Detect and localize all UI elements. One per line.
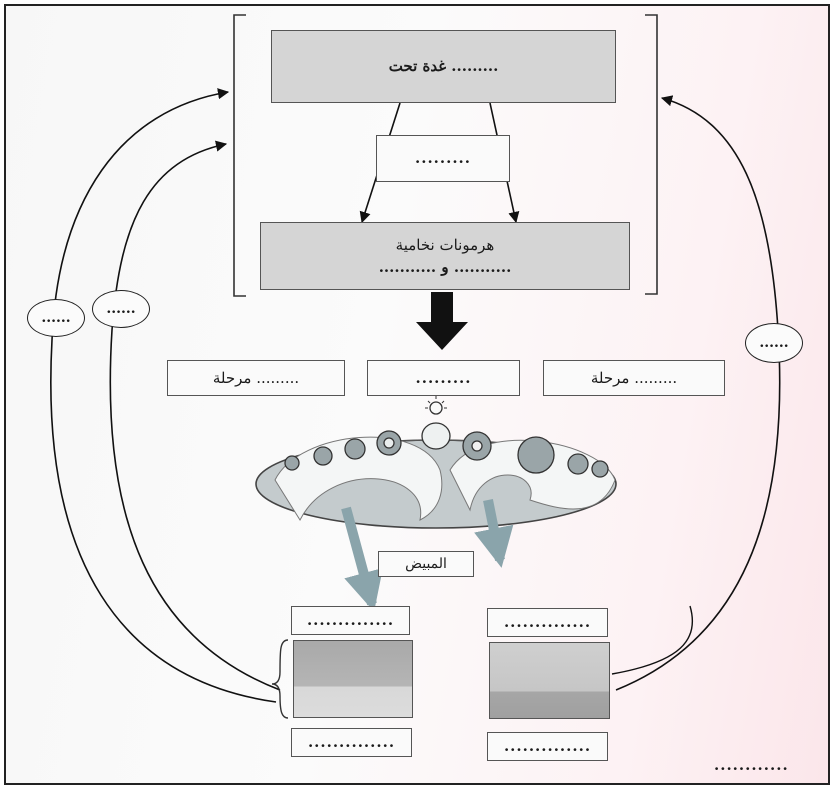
follicle-4-inner [383,437,395,449]
uterus-label-bottom-left-text: .............. [307,733,396,752]
uterus-label-top-right-text: .............. [503,613,592,632]
flow-arrow-left [341,506,383,612]
hypothalamus-label: غدة تحت ......... [388,57,499,76]
corner-blank: ............ [714,756,789,774]
corpus-luteum-4 [591,460,609,478]
flow-arrow-right [474,499,514,568]
corpus-luteum-3 [567,453,589,475]
follicle-1 [284,455,300,471]
feedback-oval-left-inner-text: ...... [106,301,136,317]
follicle-2 [313,446,333,466]
phase-center-text: ......... [415,368,472,387]
ovary-label: المبيض [405,555,447,572]
feedback-oval-left-outer: ...... [27,299,85,337]
uterus-label-top-left-text: .............. [306,611,395,630]
uterus-tissue-left [293,640,413,718]
pituitary-hormones-title: هرمونات نخامية [395,235,495,254]
ovary-label-box: المبيض [378,551,474,577]
uterus-label-bottom-right: .............. [487,732,608,761]
uterus-label-top-right: .............. [487,608,608,637]
uterus-label-bottom-right-text: .............. [503,737,592,756]
feedback-oval-right-text: ...... [759,335,789,351]
corpus-luteum-2 [517,436,555,474]
bracket-left [233,14,246,297]
connector-right-uterus [611,605,694,675]
ovum-rays [425,396,447,409]
uterus-tissue-right [489,642,610,719]
corpus-luteum-1-core [471,440,483,452]
phase-box-right: مرحلة ......... [543,360,725,396]
pituitary-hormones-blanks: ........... و ........... [378,258,512,276]
feedback-oval-right: ...... [745,323,803,363]
uterus-label-top-left: .............. [291,606,410,635]
follicle-series [284,401,609,478]
bracket-right [645,14,658,295]
follicle-3 [344,438,366,460]
phase-left-text: مرحلة ......... [212,368,300,387]
hormone-label-text: ......... [415,149,471,168]
hormone-label-box: ......... [376,135,510,182]
ovulation-follicle [421,422,451,450]
feedback-oval-left-outer-text: ...... [41,310,71,326]
pituitary-hormones-box: هرمونات نخامية ........... و ........... [260,222,630,290]
phase-box-left: مرحلة ......... [167,360,345,396]
feedback-curve-left-outer [50,88,277,703]
phase-box-center: ......... [367,360,520,396]
released-ovum [429,401,443,415]
brace-uterus [271,639,289,719]
uterus-label-bottom-left: .............. [291,728,412,757]
phase-right-text: مرحلة ......... [590,368,678,387]
feedback-oval-left-inner: ...... [92,290,150,328]
hypothalamus-box: غدة تحت ......... [271,30,616,103]
feedback-curve-left-inner [109,140,281,691]
big-down-arrow [416,292,468,350]
